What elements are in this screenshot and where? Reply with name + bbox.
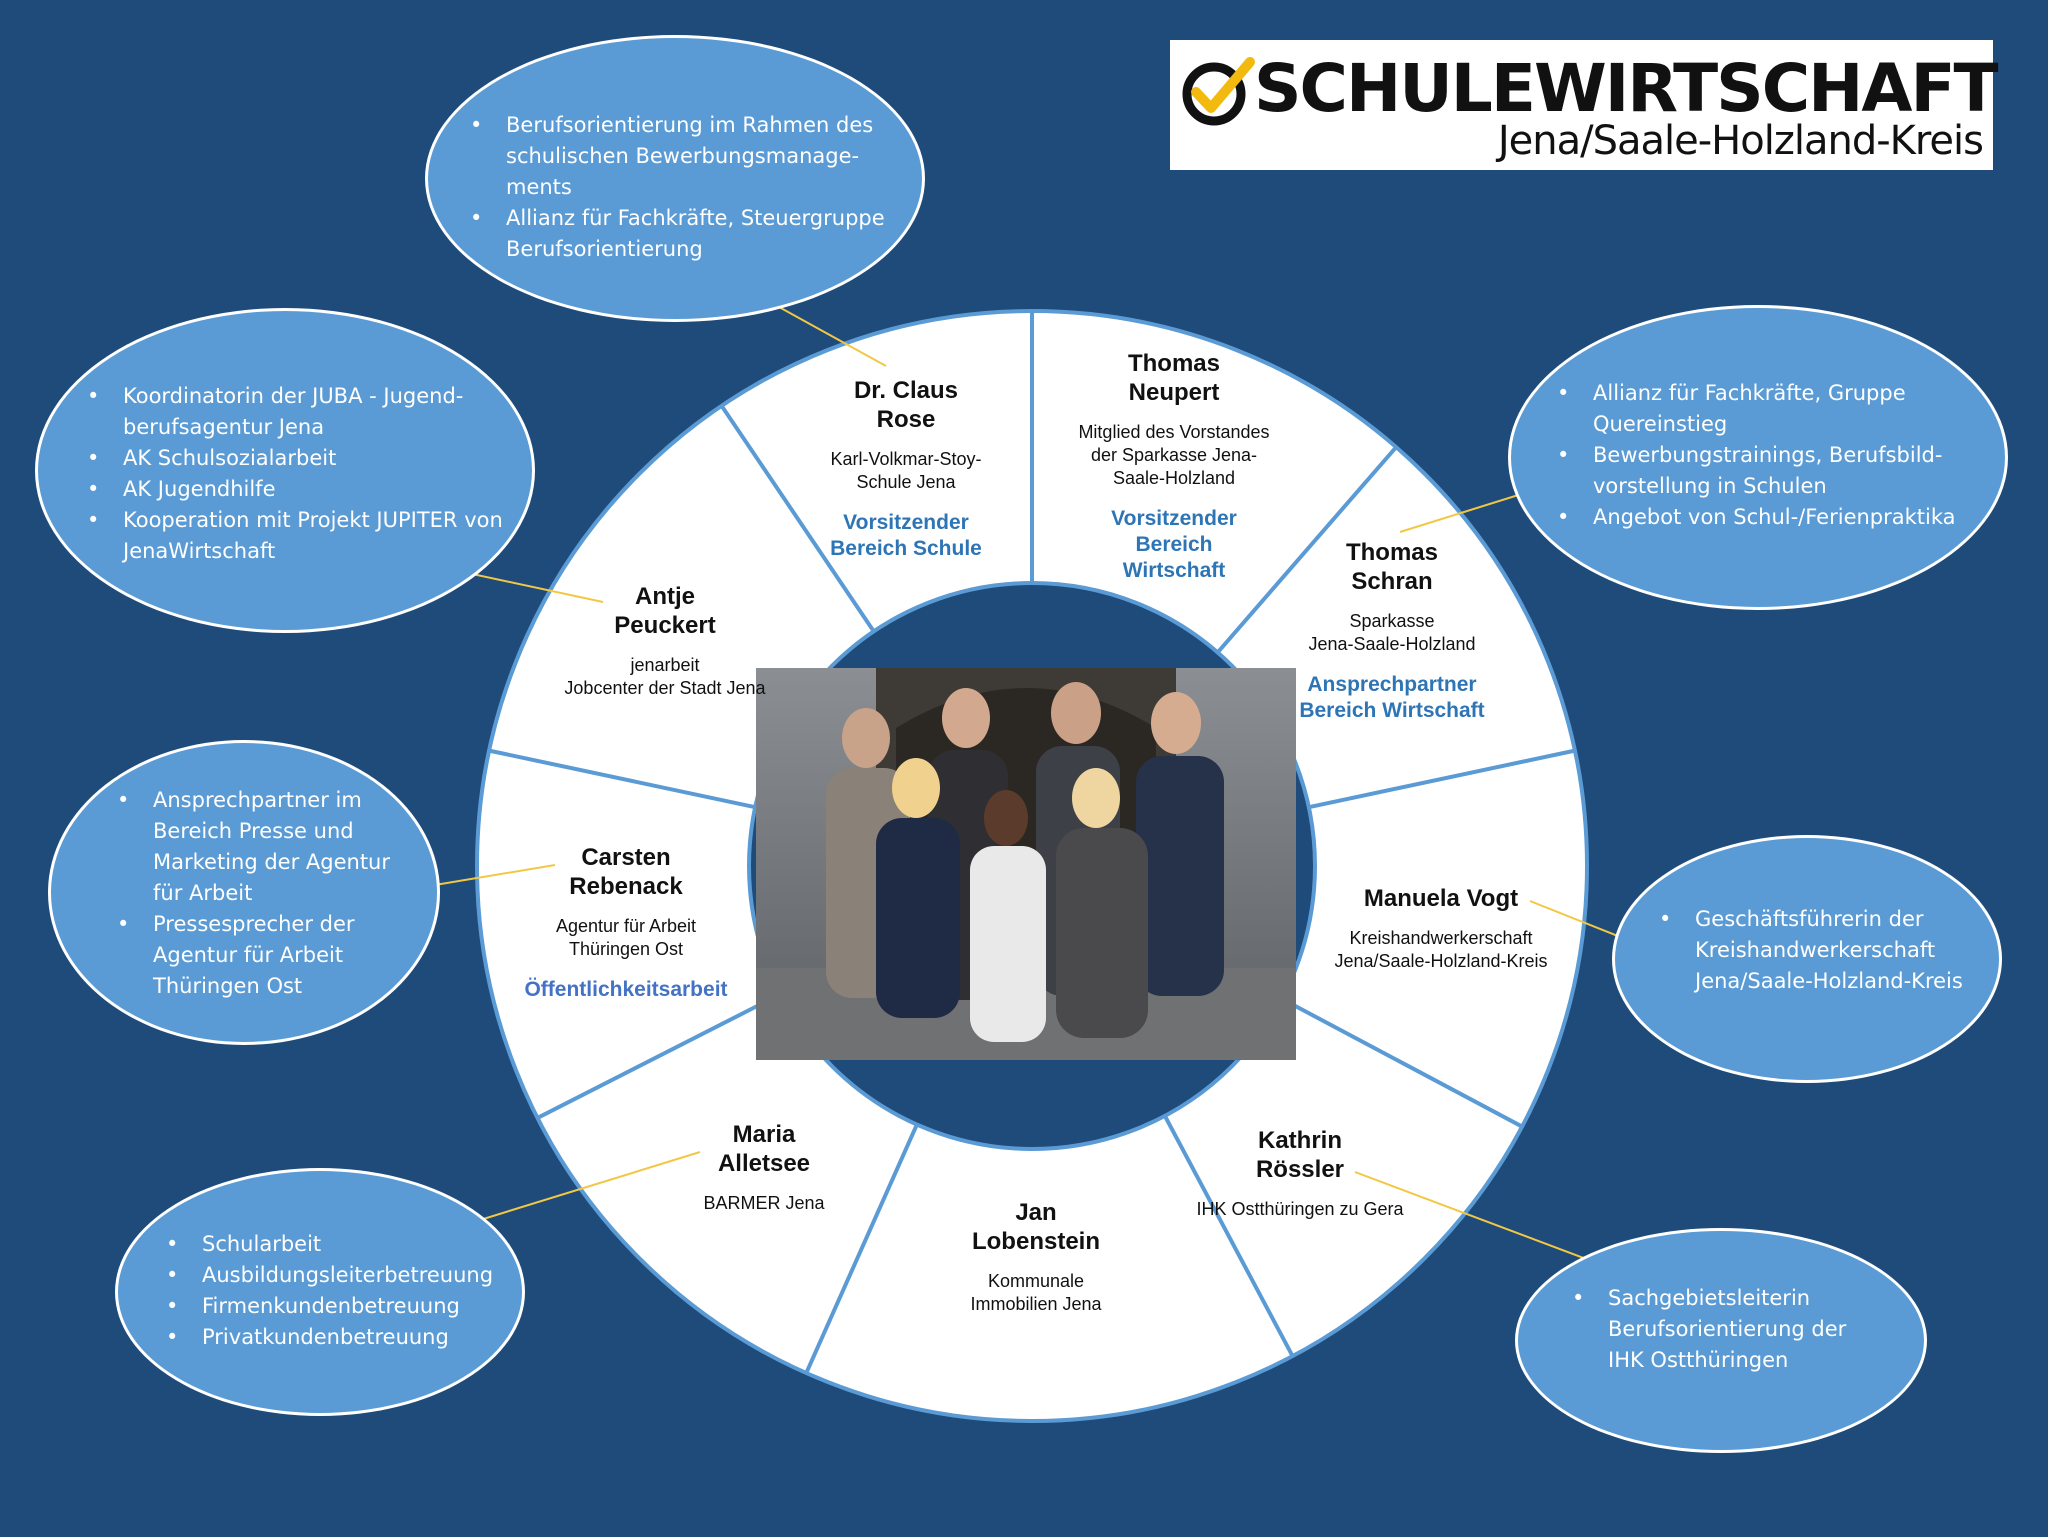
bubble-schran-item: Allianz für Fachkräfte, Gruppe Quereinst… [1553, 378, 1993, 440]
ring-divider [719, 404, 876, 633]
bubble-peuckert-item: AK Schulsozialarbeit [83, 443, 523, 474]
bubble-alletsee-item: Schularbeit [162, 1229, 502, 1260]
bubble-peuckert: Koordinatorin der JUBA - Jugend- berufsa… [35, 308, 535, 633]
bubble-rebenack-item: Ansprechpartner im Bereich Presse und Ma… [113, 785, 413, 909]
ring-divider [1163, 1114, 1295, 1357]
bubble-rose-item: Allianz für Fachkräfte, Steuergruppe Ber… [466, 203, 896, 265]
schulewirtschaft-logo: SCHULEWIRTSCHAFT Jena/Saale-Holzland-Kre… [1170, 40, 1999, 170]
ring-divider [804, 1123, 919, 1374]
bubble-alletsee-item: Firmenkundenbetreuung [162, 1291, 502, 1322]
bubble-rebenack: Ansprechpartner im Bereich Presse und Ma… [48, 740, 440, 1045]
bubble-alletsee-item: Privatkundenbetreuung [162, 1322, 502, 1353]
bubble-roessler: Sachgebietsleiterin Berufsorientierung d… [1515, 1228, 1927, 1453]
bubble-schran-item: Bewerbungstrainings, Berufsbild- vorstel… [1553, 440, 1993, 502]
bubble-rose: Berufsorientierung im Rahmen des schulis… [425, 35, 925, 322]
checkmark-logo-icon [1182, 57, 1255, 126]
ring-divider [536, 992, 781, 1120]
logo-subtitle: Jena/Saale-Holzland-Kreis [1497, 118, 1984, 164]
bubble-alletsee-item: Ausbildungsleiterbetreuung [162, 1260, 502, 1291]
ring-divider [488, 748, 756, 810]
bubble-peuckert-item: Kooperation mit Projekt JUPITER von Jena… [83, 505, 523, 567]
bubble-schran: Allianz für Fachkräfte, Gruppe Quereinst… [1508, 305, 2008, 610]
ring-divider [1308, 748, 1576, 810]
team-photo [756, 668, 1296, 1060]
bubble-rose-item: Berufsorientierung im Rahmen des schulis… [466, 110, 896, 203]
ring-divider [1280, 997, 1523, 1129]
bubble-roessler-item: Sachgebietsleiterin Berufsorientierung d… [1568, 1283, 1888, 1376]
ring-divider [1216, 445, 1398, 654]
bubble-vogt: Geschäftsführerin der Kreishandwerkersch… [1612, 835, 2002, 1083]
bubble-peuckert-item: Koordinatorin der JUBA - Jugend- berufsa… [83, 381, 523, 443]
bubble-rebenack-item: Pressesprecher der Agentur für Arbeit Th… [113, 909, 413, 1002]
logo-title: SCHULEWIRTSCHAFT [1254, 50, 1999, 127]
bubble-schran-item: Angebot von Schul-/Ferienpraktika [1553, 502, 1993, 533]
bubble-vogt-item: Geschäftsführerin der Kreishandwerkersch… [1655, 904, 1985, 997]
bubble-peuckert-item: AK Jugendhilfe [83, 474, 523, 505]
bubble-alletsee: Schularbeit Ausbildungsleiterbetreuung F… [115, 1168, 525, 1416]
